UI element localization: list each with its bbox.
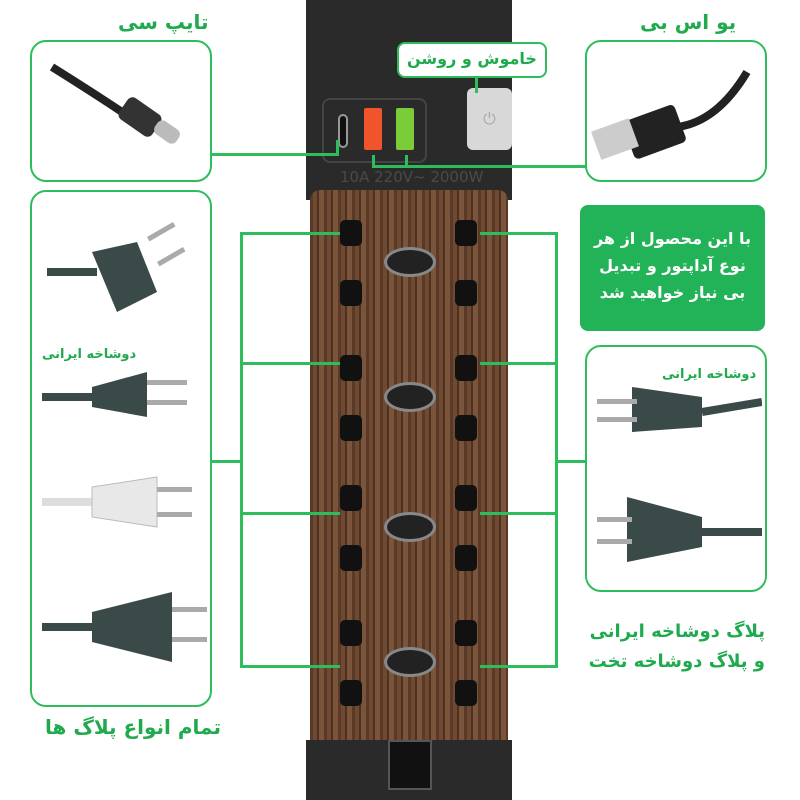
socket-hole bbox=[340, 355, 362, 381]
usb-c-port bbox=[338, 114, 348, 148]
caption-line: پلاگ دوشاخه ایرانی bbox=[589, 621, 765, 642]
flat-plug-icon-left bbox=[42, 592, 207, 662]
note-line: با این محصول از هر bbox=[593, 229, 752, 248]
socket-hole bbox=[340, 415, 362, 441]
socket-hole bbox=[340, 680, 362, 706]
connector-line bbox=[210, 460, 240, 463]
socket-hole bbox=[455, 415, 477, 441]
connector-line bbox=[372, 155, 375, 167]
iranian-plug-label-left: دوشاخه ایرانی bbox=[42, 347, 137, 362]
american-plug-icon-white bbox=[42, 476, 192, 528]
connector-line bbox=[480, 232, 558, 235]
socket-hole bbox=[340, 220, 362, 246]
connector-line bbox=[240, 232, 243, 667]
power-strip-body bbox=[310, 190, 508, 765]
connector-line bbox=[210, 153, 338, 156]
connector-line bbox=[240, 665, 340, 668]
type-c-label: تایپ سی bbox=[118, 10, 209, 34]
power-switch-label: خاموش و روشن bbox=[407, 49, 537, 68]
connector-line bbox=[480, 362, 558, 365]
socket-hole bbox=[340, 485, 362, 511]
connector-line bbox=[405, 155, 408, 167]
connector-line bbox=[240, 232, 340, 235]
caption-line: و پلاگ دوشاخه تخت bbox=[588, 651, 765, 672]
universal-socket bbox=[384, 382, 436, 412]
iranian-plug-icon-right bbox=[597, 387, 762, 432]
iranian-plug-icon-left bbox=[42, 372, 187, 417]
socket-hole bbox=[455, 545, 477, 571]
connector-line bbox=[336, 140, 339, 156]
usb-a-port-green bbox=[396, 108, 414, 150]
three-pin-plug-icon bbox=[47, 222, 186, 312]
flat-plug-icon-right bbox=[597, 497, 762, 562]
strip-rating-text: 10A 220V~ 2000W bbox=[340, 168, 484, 186]
universal-socket bbox=[384, 647, 436, 677]
connector-line bbox=[480, 512, 558, 515]
connector-line bbox=[240, 362, 340, 365]
plug-types-box: دوشاخه ایرانی bbox=[30, 190, 212, 707]
connector-line bbox=[555, 232, 558, 667]
socket-hole bbox=[455, 680, 477, 706]
iranian-flat-plug-box: دوشاخه ایرانی bbox=[585, 345, 767, 592]
note-line: نوع آداپتور و تبدیل bbox=[599, 256, 746, 275]
connector-line bbox=[240, 512, 340, 515]
connector-line bbox=[475, 75, 478, 93]
socket-hole bbox=[340, 280, 362, 306]
flat-plug-caption: پلاگ دوشاخه ایرانی و پلاگ دوشاخه تخت bbox=[575, 617, 765, 677]
connector-line bbox=[372, 165, 587, 168]
power-switch-callout: خاموش و روشن bbox=[397, 42, 547, 78]
socket-hole bbox=[340, 545, 362, 571]
socket-hole bbox=[455, 355, 477, 381]
socket-hole bbox=[455, 280, 477, 306]
power-button[interactable]: ⏻ bbox=[467, 88, 512, 150]
fuse-cover bbox=[388, 740, 432, 790]
info-note: با این محصول از هر نوع آداپتور و تبدیل ب… bbox=[580, 205, 765, 331]
socket-hole bbox=[455, 620, 477, 646]
type-c-box bbox=[30, 40, 212, 182]
socket-hole bbox=[340, 620, 362, 646]
usb-c-cable-icon bbox=[49, 63, 180, 144]
universal-socket bbox=[384, 247, 436, 277]
usb-box bbox=[585, 40, 767, 182]
socket-hole bbox=[455, 220, 477, 246]
socket-hole bbox=[455, 485, 477, 511]
universal-socket bbox=[384, 512, 436, 542]
note-line: بی نیاز خواهید شد bbox=[599, 283, 746, 302]
usb-a-cable-icon bbox=[591, 69, 751, 160]
all-plugs-label: تمام انواع پلاگ ها bbox=[45, 715, 221, 739]
connector-line bbox=[555, 460, 587, 463]
connector-line bbox=[480, 665, 558, 668]
iranian-plug-label-right: دوشاخه ایرانی bbox=[662, 367, 757, 382]
usb-label: یو اس بی bbox=[640, 10, 737, 34]
usb-a-port-red bbox=[364, 108, 382, 150]
